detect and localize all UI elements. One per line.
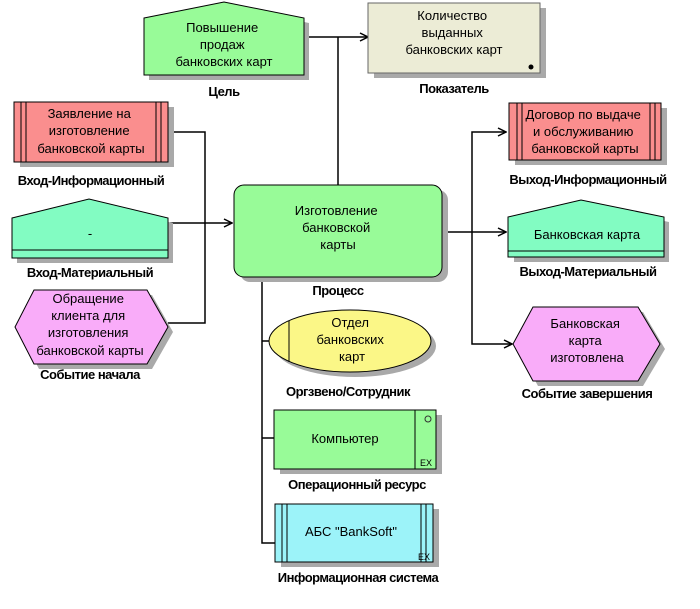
- output-info-shape: [508, 102, 662, 161]
- resource-tag: EX: [420, 458, 432, 468]
- edge-input-info-process: [174, 131, 232, 223]
- start-event-node[interactable]: Обращение клиента для изготовления банко…: [14, 289, 173, 369]
- input-info-text: Заявление на изготовление банковской кар…: [37, 106, 144, 156]
- info-system-caption: Информационная система: [278, 570, 440, 585]
- process-node[interactable]: Изготовление банковской карты: [233, 184, 448, 282]
- input-info-caption: Вход-Информационный: [18, 173, 165, 188]
- edge-start-event-process: [168, 223, 206, 324]
- indicator-caption: Показатель: [419, 81, 489, 96]
- start-event-text: Обращение клиента для изготовления банко…: [36, 291, 143, 358]
- edge-process-resources: [261, 277, 275, 544]
- info-system-tag: EX: [418, 552, 430, 562]
- org-unit-caption: Оргзвено/Сотрудник: [286, 384, 411, 399]
- process-text: Изготовление банковской карты: [295, 203, 381, 252]
- indicator-text: Количество выданных банковских карт: [405, 8, 502, 57]
- indicator-dot-icon: [528, 64, 534, 70]
- output-material-text: Банковская карта: [534, 227, 641, 242]
- info-system-text: АБС "BankSoft": [305, 524, 397, 539]
- resource-caption: Операционный ресурс: [288, 477, 426, 492]
- input-material-text: -: [88, 226, 92, 241]
- end-event-caption: Событие завершения: [522, 386, 653, 401]
- resource-text: Компьютер: [311, 431, 378, 446]
- info-system-node[interactable]: EX АБС "BankSoft": [274, 503, 439, 567]
- org-unit-shape: [268, 309, 432, 373]
- indicator-node[interactable]: Количество выданных банковских карт: [367, 2, 546, 78]
- input-info-node[interactable]: Заявление на изготовление банковской кар…: [13, 101, 174, 167]
- end-event-text: Банковская карта изготовлена: [550, 316, 624, 365]
- indicator-shape: [367, 2, 541, 74]
- end-event-shape: [512, 306, 661, 382]
- output-material-caption: Выход-Материальный: [520, 264, 657, 279]
- output-info-node[interactable]: Договор по выдаче и обслуживанию банковс…: [508, 102, 667, 165]
- goal-caption: Цель: [208, 84, 240, 99]
- resource-shape: [273, 409, 437, 470]
- input-info-shape: [13, 101, 169, 163]
- org-unit-text: Отдел банковских карт: [317, 315, 388, 364]
- process-shape: [233, 184, 443, 278]
- info-system-shape: [274, 503, 434, 563]
- input-material-node[interactable]: -: [11, 198, 173, 263]
- output-info-caption: Выход-Информационный: [509, 172, 667, 187]
- edge-process-end-event: [471, 232, 512, 344]
- output-material-shape: [507, 199, 665, 258]
- input-material-caption: Вход-Материальный: [27, 265, 154, 280]
- connectors: [168, 37, 512, 544]
- goal-shape: [143, 1, 305, 76]
- goal-text: Повышение продаж банковских карт: [175, 20, 272, 69]
- process-caption: Процесс: [312, 283, 364, 298]
- start-event-caption: Событие начала: [40, 367, 141, 382]
- output-material-node[interactable]: Банковская карта: [507, 199, 669, 262]
- resource-gear-icon: [424, 415, 432, 423]
- end-event-node[interactable]: Банковская карта изготовлена: [512, 306, 665, 386]
- output-info-text: Договор по выдаче и обслуживанию банковс…: [526, 107, 645, 156]
- edge-process-output-info: [471, 132, 506, 232]
- input-material-shape: [11, 198, 169, 259]
- start-event-shape: [14, 289, 169, 365]
- resource-node[interactable]: EX Компьютер: [273, 409, 442, 474]
- org-unit-node[interactable]: Отдел банковских карт: [268, 309, 436, 377]
- goal-node[interactable]: Повышение продаж банковских карт: [143, 1, 309, 80]
